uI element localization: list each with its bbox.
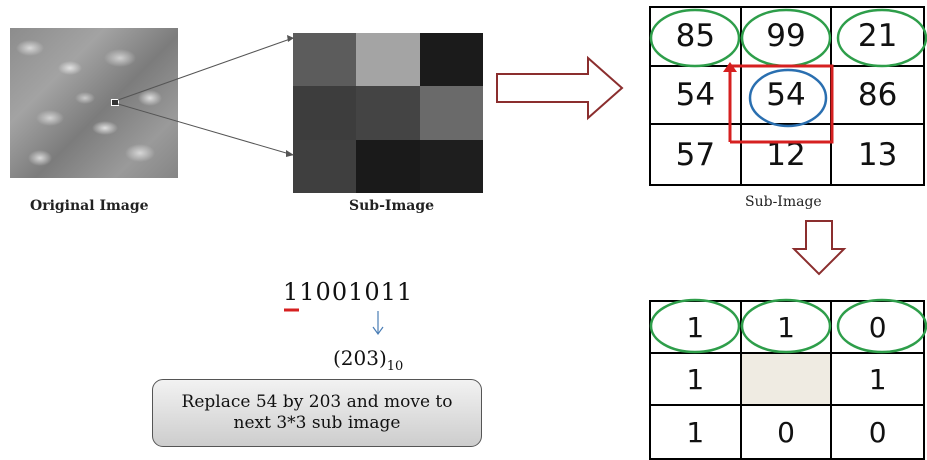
thin-down-arrowhead-icon [372,326,384,336]
instruction-line-2: next 3*3 sub image [233,413,401,433]
sub-image-cell [356,86,420,140]
sub-image-cell [293,139,357,193]
binary-cell: 1 [832,354,923,406]
sub-image-cell [419,86,483,140]
sub-image-gray [293,33,483,193]
binary-center-cell [741,354,833,406]
binary-cell: 0 [868,415,887,449]
zoom-line-top [117,37,294,101]
binary-grid: 1 1 0 1 1 1 0 0 [649,300,925,460]
down-arrow-icon [791,220,847,276]
pixel-cell: 86 [832,67,923,126]
binary-code-first-bit: 1 [283,278,300,306]
right-arrow-icon [496,55,624,121]
binary-cell: 1 [651,406,742,458]
sub-region-marker [111,99,119,106]
pixel-cell: 57 [651,125,742,184]
binary-cell: 1 [651,354,742,406]
neighbor-circle [740,8,832,68]
binary-code: 11001011 [283,278,413,306]
center-circle [748,68,828,128]
pixel-cell: 54 [651,66,742,126]
sub-image-cell [293,33,357,87]
decimal-base: 10 [386,359,404,374]
decimal-number: (203) [333,346,387,370]
zoom-arrowhead-top [287,35,294,42]
neighbor-circle [836,8,927,68]
zoom-line-bottom [117,103,294,156]
pixel-cell-center: 54 [741,66,833,126]
zoom-arrowhead-bottom [286,150,294,157]
original-image [10,28,178,178]
sub-image-cell [356,139,420,193]
pixel-cell: 13 [857,136,898,173]
scan-path [728,64,834,144]
sub-image-cell [293,86,357,140]
instruction-box: Replace 54 by 203 and move to next 3*3 s… [152,379,482,447]
pixel-value-grid: 85 99 21 54 54 86 57 12 13 [649,6,925,186]
sub-image-caption-left: Sub-Image [349,198,435,214]
neighbor-circle [649,8,741,68]
sub-image-caption-right: Sub-Image [745,194,822,210]
sub-image-cell [356,33,420,87]
scan-path-arrowhead [723,62,737,72]
neighbor-bit-circle [649,298,741,354]
neighbor-bit-circle [836,298,927,354]
binary-cell: 0 [742,406,833,458]
instruction-line-1: Replace 54 by 203 and move to [181,392,453,412]
original-image-caption: Original Image [30,198,149,214]
sub-image-cell [419,139,483,193]
binary-code-rest: 1001011 [299,278,414,306]
decimal-value: (203)10 [333,346,403,374]
neighbor-bit-circle [740,298,832,354]
sub-image-cell [419,33,483,87]
